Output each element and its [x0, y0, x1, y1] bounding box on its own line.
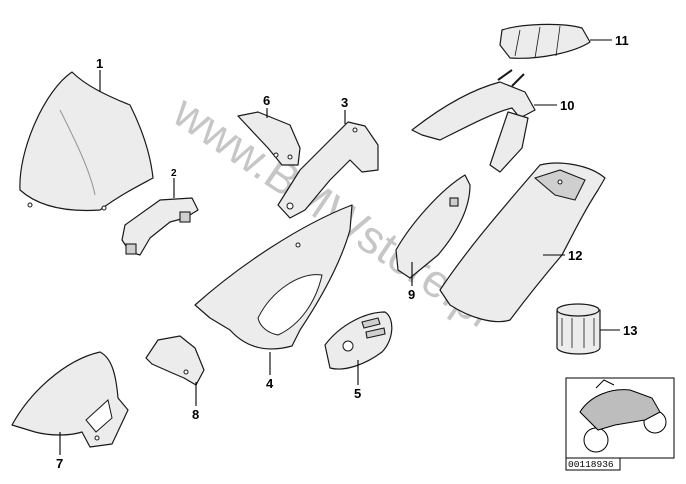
- part-7-mudguard[interactable]: [11, 351, 129, 448]
- part-11-pad[interactable]: [499, 23, 591, 59]
- callout-10: 10: [560, 98, 574, 113]
- part-13-filter[interactable]: [556, 303, 601, 355]
- callout-5: 5: [354, 386, 361, 401]
- part-8-cover[interactable]: [145, 335, 205, 386]
- callout-numbers: 1 2 3 4 5 6 7 8 9 10 11 12 13: [56, 33, 637, 471]
- callout-11: 11: [615, 33, 629, 48]
- part-1-windscreen[interactable]: [19, 71, 154, 212]
- part-5-side-cover[interactable]: [324, 311, 393, 370]
- callout-7: 7: [56, 456, 63, 471]
- motorcycle-thumbnail: 00118936: [565, 377, 675, 471]
- part-2-bracket[interactable]: [121, 197, 199, 256]
- callout-12: 12: [568, 248, 582, 263]
- callout-8: 8: [192, 407, 199, 422]
- part-6-panel[interactable]: [237, 111, 301, 166]
- callout-13: 13: [623, 323, 637, 338]
- part-9-side-panel[interactable]: [395, 174, 471, 279]
- callout-3: 3: [341, 95, 348, 110]
- part-10-rack[interactable]: [411, 69, 536, 173]
- callout-4: 4: [266, 376, 274, 391]
- part-3-trim[interactable]: [277, 121, 379, 219]
- diagram-code: 00118936: [568, 459, 614, 470]
- leader-lines: [59, 39, 620, 455]
- part-4-lower-fairing[interactable]: [194, 204, 353, 350]
- callout-6: 6: [263, 93, 270, 108]
- part-12-rear-panel[interactable]: [439, 162, 606, 323]
- callout-2: 2: [171, 168, 177, 179]
- motorcycle-icon: [579, 379, 667, 453]
- callout-9: 9: [408, 287, 415, 302]
- callout-1: 1: [96, 56, 103, 71]
